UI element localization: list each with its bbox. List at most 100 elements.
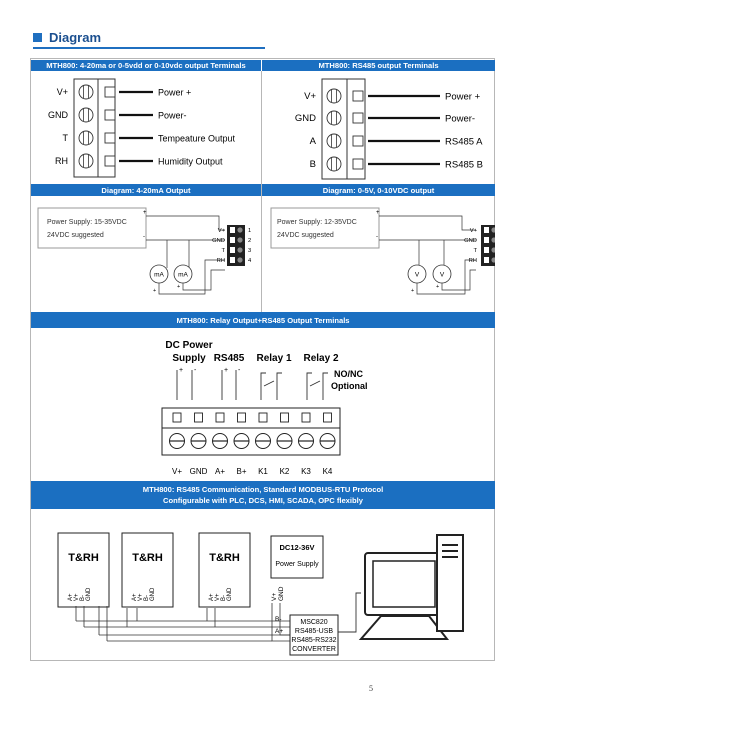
screw-icon xyxy=(326,133,342,149)
column-divider xyxy=(261,71,262,312)
pin-slot xyxy=(230,227,235,233)
rs485-label: RS485 xyxy=(214,353,245,364)
device-pin: GND xyxy=(86,587,92,601)
terminal-pin: V+ xyxy=(57,87,68,97)
pin-slot xyxy=(230,237,235,243)
pin-slot xyxy=(484,227,489,233)
device-pin: A+ xyxy=(132,593,138,601)
device-pin: B- xyxy=(80,595,86,601)
screw-icon xyxy=(78,107,94,123)
v-minus: - xyxy=(376,234,378,240)
relay-terminal-label: K3 xyxy=(301,467,311,476)
dc-power-title: DC12-36V xyxy=(279,543,314,552)
relay-terminal-label: V+ xyxy=(172,467,182,476)
device-pin: V+ xyxy=(138,593,144,601)
terminal-pin: B xyxy=(310,159,316,170)
rs485-plus: + xyxy=(224,367,228,374)
v-meter2-plus: + xyxy=(436,284,439,290)
pin-number: 1 xyxy=(248,228,251,234)
relay1-label: Relay 1 xyxy=(256,353,291,364)
supply-plus: + xyxy=(179,367,183,374)
ma-meter1-plus: + xyxy=(153,288,156,294)
pin-label: V+ xyxy=(470,228,478,234)
pin-label: GND xyxy=(464,238,477,244)
pin-label: GND xyxy=(212,238,225,244)
pin-slot xyxy=(484,237,489,243)
relay2-label: Relay 2 xyxy=(303,353,338,364)
pin-label: RH xyxy=(217,258,225,264)
ma-output-diagram: Power Supply: 15-35VDC 24VDC suggested +… xyxy=(37,207,252,295)
converter-line: MSC820 xyxy=(300,619,327,626)
relay-terminal-label: B+ xyxy=(236,467,246,476)
relay-terminal-label: GND xyxy=(190,467,208,476)
relay-terminal-label: A+ xyxy=(215,467,225,476)
relay-terminal-label: K2 xyxy=(280,467,290,476)
v-meter-2: V xyxy=(440,272,445,279)
screw-icon xyxy=(78,153,94,169)
v-supply-line1: Power Supply: 12-35VDC xyxy=(277,219,357,226)
terminal-label: Power- xyxy=(158,111,187,121)
band-rs485-terminals: MTH800: RS485 output Terminals xyxy=(262,60,495,71)
device-label: T&RH xyxy=(68,552,99,564)
terminal-label: Tempeature Output xyxy=(158,134,236,144)
device-label: T&RH xyxy=(209,552,240,564)
ma-supply-line2: 24VDC suggested xyxy=(47,232,104,239)
v-meter-1: V xyxy=(415,272,420,279)
band-rs485-communication: MTH800: RS485 Communication, Standard MO… xyxy=(31,481,495,509)
bus-a-label: A+ xyxy=(275,628,283,635)
pin-slot xyxy=(230,247,235,253)
converter-line: RS485-USB xyxy=(295,628,333,635)
device-pin: B- xyxy=(144,595,150,601)
bus-b-label: B- xyxy=(275,616,282,623)
relay-terminal-label: K4 xyxy=(323,467,333,476)
terminal-pin: GND xyxy=(295,113,316,124)
converter-line: CONVERTER xyxy=(292,646,336,653)
power-pin-gnd: GND xyxy=(278,586,285,601)
band-analog-terminals: MTH800: 4-20ma or 0-5vdd or 0-10vdc outp… xyxy=(31,60,261,71)
section-heading: Diagram xyxy=(33,30,101,45)
screw-icon xyxy=(78,130,94,146)
device-pin: V+ xyxy=(215,593,221,601)
v-supply-line2: 24VDC suggested xyxy=(277,232,334,239)
band-rs485-line2: Configurable with PLC, DCS, HMI, SCADA, … xyxy=(163,496,363,505)
ma-meter-1: mA xyxy=(154,272,164,279)
terminal-label: Power- xyxy=(445,114,475,125)
relay-terminal-label: K1 xyxy=(258,467,268,476)
band-rs485-line1: MTH800: RS485 Communication, Standard MO… xyxy=(142,485,384,494)
screw-icon xyxy=(326,88,342,104)
relay-rs485-diagram: DC Power Supply RS485 Relay 1 Relay 2 NO… xyxy=(161,340,368,476)
v-meter1-plus: + xyxy=(411,288,414,294)
terminal-pin: GND xyxy=(48,110,69,120)
terminal-label: Power + xyxy=(445,92,481,103)
pin-slot xyxy=(484,257,489,263)
device-pin: V+ xyxy=(74,593,80,601)
terminal-label: RS485 B xyxy=(445,160,483,171)
optional-label: Optional xyxy=(331,381,368,391)
terminal-pin: RH xyxy=(55,156,68,166)
device-pin: A+ xyxy=(68,593,74,601)
pin-number: 4 xyxy=(248,258,252,264)
supply-minus: - xyxy=(194,367,197,374)
screw-icon xyxy=(326,156,342,172)
pin-label: T xyxy=(473,248,477,254)
pin-label: T xyxy=(221,248,225,254)
pin-slot xyxy=(230,257,235,263)
power-pin-vplus: V+ xyxy=(271,593,278,601)
heading-underline xyxy=(33,47,265,49)
ma-plus: + xyxy=(143,210,147,216)
device-label: T&RH xyxy=(132,552,163,564)
dc-power-label: DC Power xyxy=(165,340,212,351)
terminal-pin: A xyxy=(310,136,317,147)
terminal-pin: V+ xyxy=(304,91,316,102)
bullet-square-icon xyxy=(33,33,42,42)
v-plus: + xyxy=(376,210,380,216)
computer-tower-icon xyxy=(436,534,464,632)
rs485-network-diagram: T&RHA+V+B-GNDT&RHA+V+B-GNDT&RHA+V+B-GND … xyxy=(57,532,464,656)
section-title: Diagram xyxy=(49,30,102,45)
pin-number: 2 xyxy=(248,238,251,244)
diagram-frame: MTH800: 4-20ma or 0-5vdd or 0-10vdc outp… xyxy=(30,58,495,661)
pin-label: V+ xyxy=(218,228,226,234)
screw-icon xyxy=(78,84,94,100)
dc-power-subtitle: Power Supply xyxy=(275,561,319,568)
